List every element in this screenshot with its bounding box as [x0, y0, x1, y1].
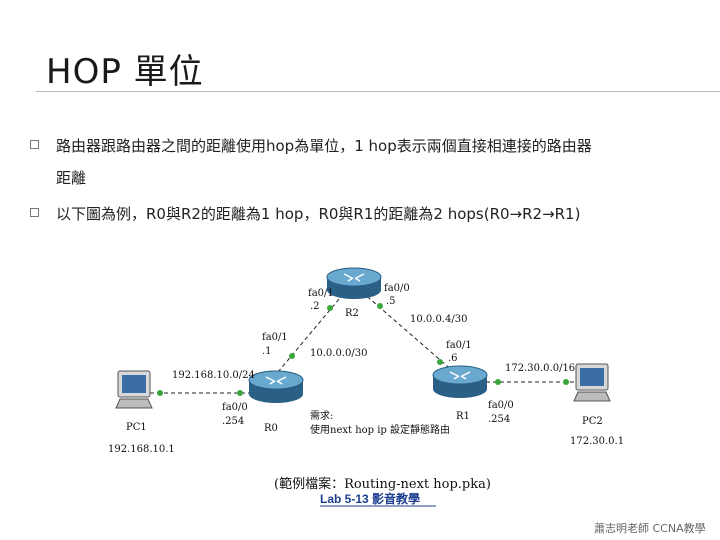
requirement-note-text: 使用next hop ip 設定靜態路由 — [310, 423, 450, 436]
net-r0-r2-label: 10.0.0.0/30 — [310, 348, 367, 359]
link-status-dot — [237, 390, 243, 396]
link-r0-r2 — [277, 291, 346, 373]
bullet-text: 路由器跟路由器之間的距離使用hop為單位，1 hop表示兩個直接相連接的路由器 — [56, 137, 592, 155]
r1-name-label: R1 — [456, 411, 470, 422]
bullet-marker-icon — [30, 208, 39, 217]
r0-down-interface-label: fa0/0 — [222, 402, 248, 413]
r0-up-interface-label: fa0/1 — [262, 332, 288, 343]
link-status-dot — [157, 390, 163, 396]
author-credit: 蕭志明老師 CCNA教學 — [594, 522, 706, 535]
link-status-dot — [289, 353, 295, 359]
link-status-dot — [377, 303, 383, 309]
r1-down-ip-label: .254 — [488, 414, 510, 425]
bullet-item-hop-definition: 路由器跟路由器之間的距離使用hop為單位，1 hop表示兩個直接相連接的路由器 … — [30, 130, 710, 194]
example-file-caption: (範例檔案：Routing-next hop.pka) — [274, 477, 491, 492]
net-pc1-label: 192.168.10.0/24 — [172, 370, 255, 381]
pc1-name-label: PC1 — [126, 422, 147, 433]
r0-down-ip-label: .254 — [222, 416, 244, 427]
title-divider — [36, 91, 720, 92]
router-r1-icon — [432, 365, 488, 398]
r1-up-ip-label: .6 — [448, 353, 458, 364]
requirement-note-heading: 需求: — [310, 410, 333, 422]
link-status-dot — [437, 359, 443, 365]
bullet-item-example: 以下圖為例，R0與R2的距離為1 hop，R0與R1的距離為2 hops(R0→… — [30, 198, 710, 230]
pc1-ip-label: 192.168.10.1 — [108, 444, 175, 455]
r0-up-ip-label: .1 — [262, 346, 272, 357]
bullet-text-continued: 距離 — [56, 169, 87, 187]
r2-left-ip-label: .2 — [310, 301, 320, 312]
r2-right-ip-label: .5 — [386, 296, 396, 307]
r2-left-interface-label: fa0/1 — [308, 288, 334, 299]
bullet-marker-icon — [30, 140, 39, 149]
bullet-text: 以下圖為例，R0與R2的距離為1 hop，R0與R1的距離為2 hops(R0→… — [56, 205, 581, 223]
lab-video-link[interactable]: Lab 5-13 影音教學 — [320, 491, 420, 506]
r2-name-label: R2 — [345, 308, 359, 319]
link-r2-r1 — [361, 291, 455, 373]
pc2-name-label: PC2 — [582, 416, 603, 427]
net-r2-r1-label: 10.0.0.4/30 — [410, 314, 467, 325]
pc2-computer-icon — [573, 363, 611, 402]
r1-up-interface-label: fa0/1 — [446, 340, 472, 351]
router-r0-icon — [248, 370, 304, 403]
r1-down-interface-label: fa0/0 — [488, 400, 514, 411]
pc1-computer-icon — [115, 370, 153, 409]
net-pc2-label: 172.30.0.0/16 — [505, 363, 575, 374]
link-status-dot — [327, 305, 333, 311]
r0-name-label: R0 — [264, 423, 278, 434]
slide-title: HOP 單位 — [46, 52, 204, 92]
router-r2-icon — [326, 267, 382, 299]
link-status-dot — [563, 379, 569, 385]
link-status-dot — [495, 379, 501, 385]
r2-right-interface-label: fa0/0 — [384, 283, 410, 294]
pc2-ip-label: 172.30.0.1 — [570, 436, 624, 447]
